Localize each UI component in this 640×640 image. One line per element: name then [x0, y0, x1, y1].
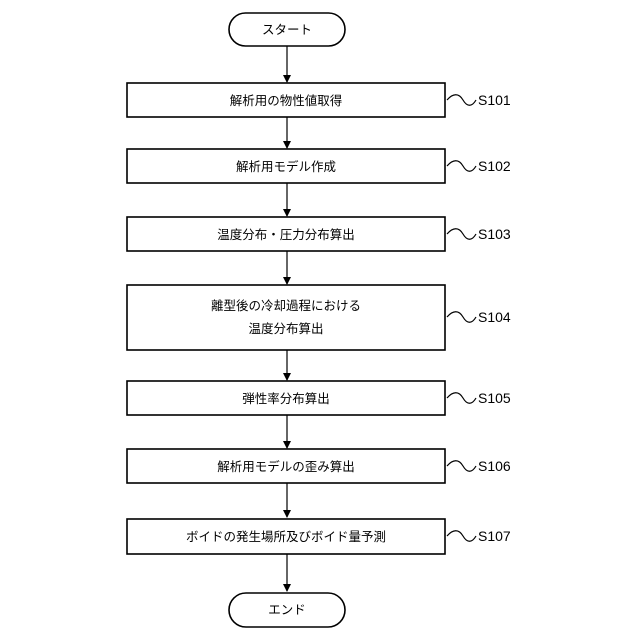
- step-id-s101: S101: [478, 92, 511, 108]
- leader-s102: [447, 161, 476, 172]
- step-id-s103: S103: [478, 226, 511, 242]
- step-id-s107: S107: [478, 528, 511, 544]
- step-text-s106: 解析用モデルの歪み算出: [217, 459, 355, 474]
- step-text-s102: 解析用モデル作成: [236, 159, 336, 174]
- step-id-s102: S102: [478, 158, 511, 174]
- step-text-s104-line1: 離型後の冷却過程における: [211, 298, 361, 313]
- step-text-s105: 弾性率分布算出: [242, 391, 330, 406]
- step-id-s104: S104: [478, 309, 511, 325]
- step-text-s101: 解析用の物性値取得: [230, 93, 343, 108]
- step-id-s106: S106: [478, 458, 511, 474]
- start-label: スタート: [262, 22, 312, 37]
- leader-s107: [447, 531, 476, 542]
- leader-s104: [447, 312, 476, 323]
- step-id-s105: S105: [478, 390, 511, 406]
- leader-s105: [447, 393, 476, 404]
- step-text-s107: ボイドの発生場所及びボイド量予測: [186, 529, 386, 544]
- leader-s103: [447, 229, 476, 240]
- step-text-s104-line2: 温度分布算出: [248, 321, 323, 336]
- leader-s101: [447, 95, 476, 106]
- leader-s106: [447, 461, 476, 472]
- end-label: エンド: [268, 602, 306, 617]
- step-text-s103: 温度分布・圧力分布算出: [217, 227, 355, 242]
- step-box-s104: [127, 285, 445, 350]
